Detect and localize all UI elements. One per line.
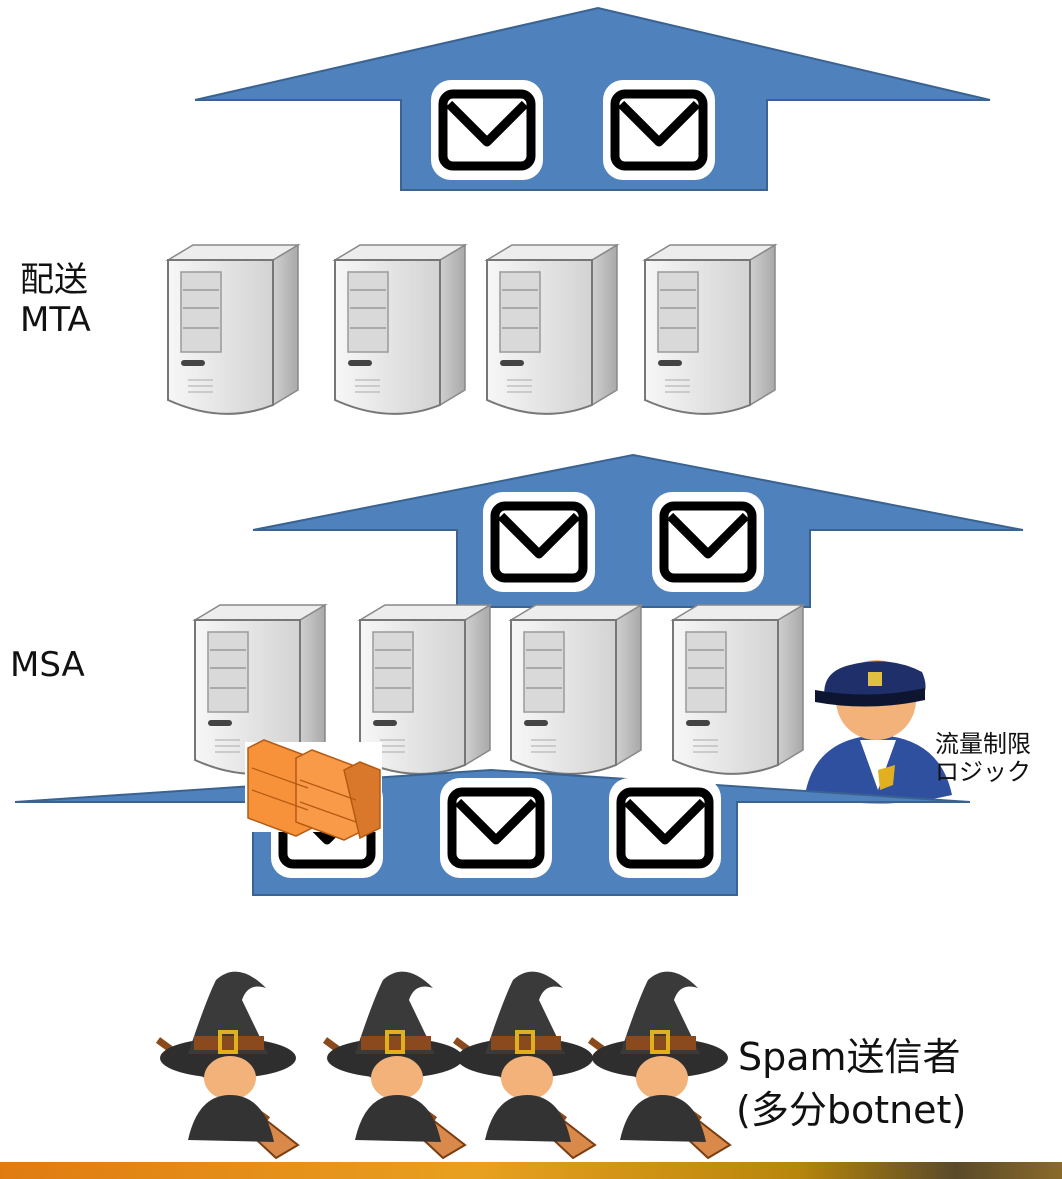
envelope-icon [609, 778, 721, 878]
server-icon [334, 244, 466, 415]
envelope-icon [603, 80, 715, 180]
server-icon [510, 604, 642, 775]
footer-bar [0, 1162, 1062, 1179]
witch-icon [590, 972, 730, 1158]
server-icon [672, 604, 804, 775]
witch-icon [325, 972, 465, 1158]
witch-icon [455, 972, 595, 1158]
msa-label: MSA [10, 645, 85, 685]
server-icon [644, 244, 776, 415]
envelope-icon [483, 492, 595, 592]
rate-limit-logic-label: 流量制限 ロジック [935, 730, 1031, 787]
firewall-icon [245, 739, 382, 841]
server-icon [486, 244, 618, 415]
witch-icon [158, 972, 298, 1158]
server-icon [167, 244, 299, 415]
envelope-icon [652, 492, 764, 592]
envelope-icon [440, 778, 552, 878]
police-officer-icon [805, 660, 952, 804]
middle-arrow [252, 453, 1024, 608]
envelope-icon [431, 80, 543, 180]
spam-sender-label: Spam送信者 [738, 1035, 961, 1079]
top-arrow [194, 6, 991, 191]
botnet-label: (多分botnet) [736, 1088, 967, 1132]
delivery-mta-label: 配送 MTA [20, 260, 91, 341]
